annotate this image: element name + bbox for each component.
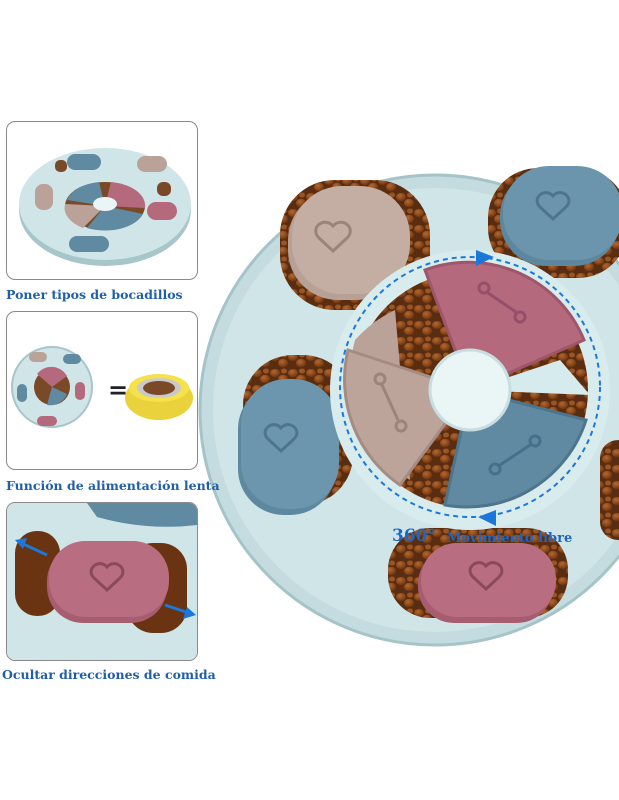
feeder-thumbnail (19, 148, 191, 266)
panel-hide-food (6, 502, 198, 661)
panel-snack-types (6, 121, 198, 280)
arrow-icon (164, 603, 196, 619)
caption-snack-types-text: Poner tipos de bocadillos (6, 287, 183, 302)
degree-label: 360° (392, 526, 436, 546)
hide-food-thumbnail (7, 503, 197, 660)
blue-lid (500, 166, 619, 266)
movement-label: Movimiento libre (447, 531, 573, 546)
rotation-indicator (339, 256, 601, 518)
caption-slow-feeding: Función de alimentación lenta (6, 478, 220, 493)
pink-lid (418, 543, 556, 623)
bone-icon (477, 281, 527, 324)
slow-feeding-thumbnail: = (11, 346, 193, 428)
bone-icon (373, 372, 408, 433)
caption-hide-food: Ocultar direcciones de comida (2, 667, 216, 682)
arrow-icon (15, 538, 48, 557)
equals-sign: = (108, 376, 128, 404)
arrow-left-icon (478, 510, 496, 526)
bone-icon (488, 434, 542, 476)
blue-lid (238, 379, 339, 515)
arrow-right-icon (476, 250, 494, 266)
tan-lid (288, 186, 410, 300)
panel-slow-feeding: = (6, 311, 198, 470)
